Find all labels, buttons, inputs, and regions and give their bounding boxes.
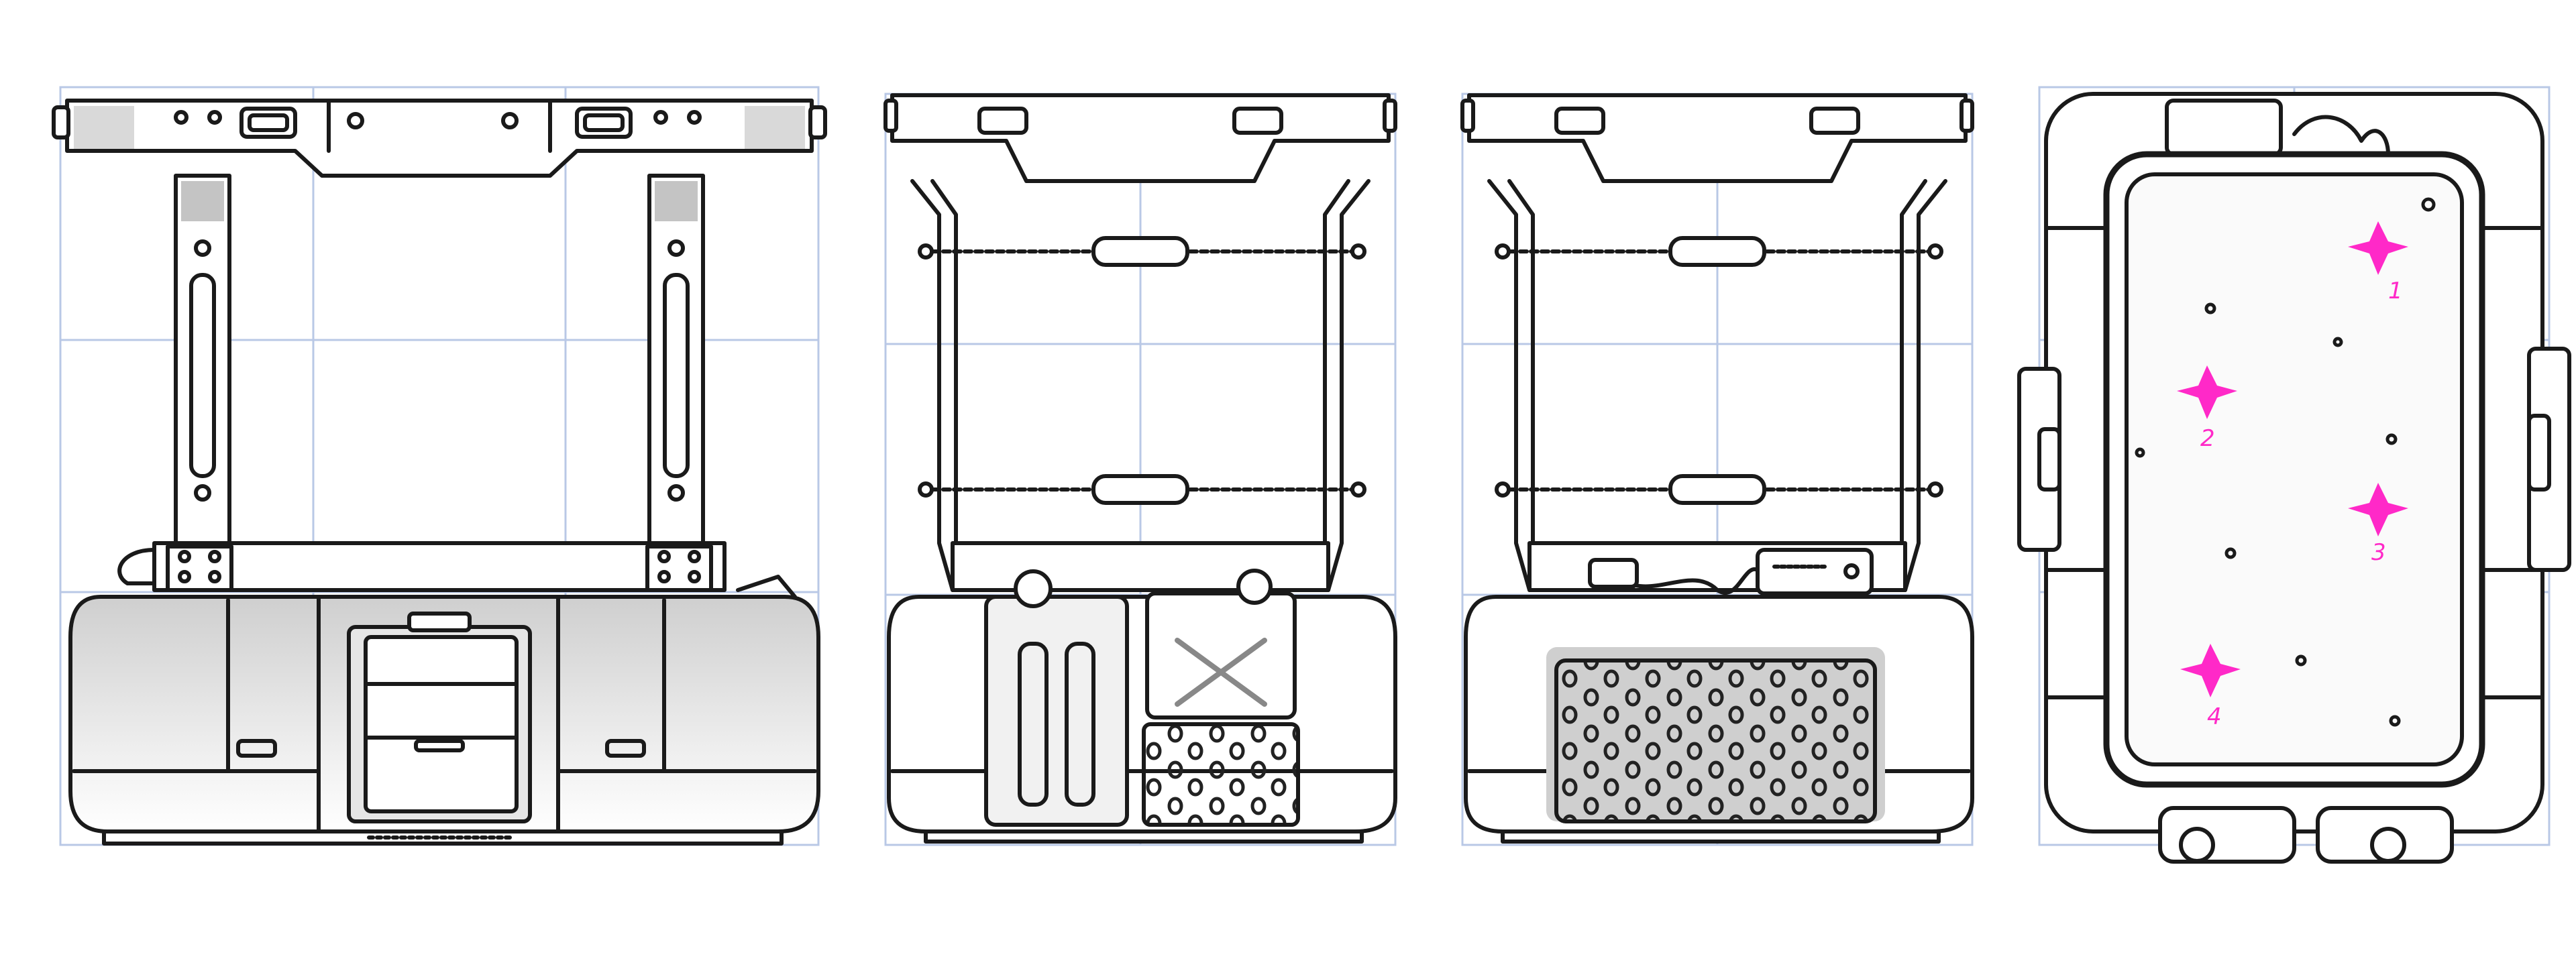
marker-1-label: 1 [2388,278,2403,304]
front-view [52,86,827,846]
clamp-upper [1091,236,1189,267]
side-view-b [1460,93,1974,846]
side-view-a [883,93,1397,846]
mesh-tray [1554,658,1877,823]
handle-slot-left [977,107,1028,135]
clamp-lower [1668,474,1766,505]
frame-left [1487,179,1532,592]
base-skid [1501,829,1941,844]
marker-4-label: 4 [2207,703,2222,730]
frame-right [1903,179,1947,592]
base-skid [924,829,1364,844]
jerry-can [984,595,1129,827]
marker-3: 3 [2348,483,2408,566]
mount-markers: 1 2 3 4 [2177,221,2408,730]
marker-4: 4 [2180,644,2241,730]
frame-right [1326,179,1371,592]
foot-left [2158,806,2296,864]
handle-slot-left [1554,107,1605,135]
top-crossbar [890,93,1391,183]
top-wiring [2292,115,2390,156]
crossbar-shade-left [74,106,134,149]
end-cap-left [52,105,70,139]
deck-texture [2135,197,2436,727]
handle-slot-right [1809,107,1860,135]
handle-slot-right [575,107,633,139]
crossbar-shade-right [745,106,805,149]
clamp-upper [1668,236,1766,267]
marker-2-label: 2 [2200,425,2215,452]
deck-inner [2125,172,2464,766]
electrics-box [1756,548,1874,595]
marker-2: 2 [2177,365,2237,452]
top-view: 1 2 3 4 [2017,86,2571,864]
post-left [174,174,231,563]
base-plate [152,541,727,592]
marker-1: 1 [2348,221,2408,304]
handle-slot-left [239,107,297,139]
end-cap-right [808,105,827,139]
top-box [2165,99,2283,156]
connector [1588,558,1639,589]
clamp-lower [1091,474,1189,505]
mesh-tray [1142,722,1300,827]
top-crossbar [1467,93,1968,183]
cargo-box [1145,591,1297,719]
frame-left [910,179,955,592]
handle-slot-right [1232,107,1283,135]
post-right [647,174,705,563]
marker-3-label: 3 [2371,539,2386,566]
wiring [1615,567,1760,595]
